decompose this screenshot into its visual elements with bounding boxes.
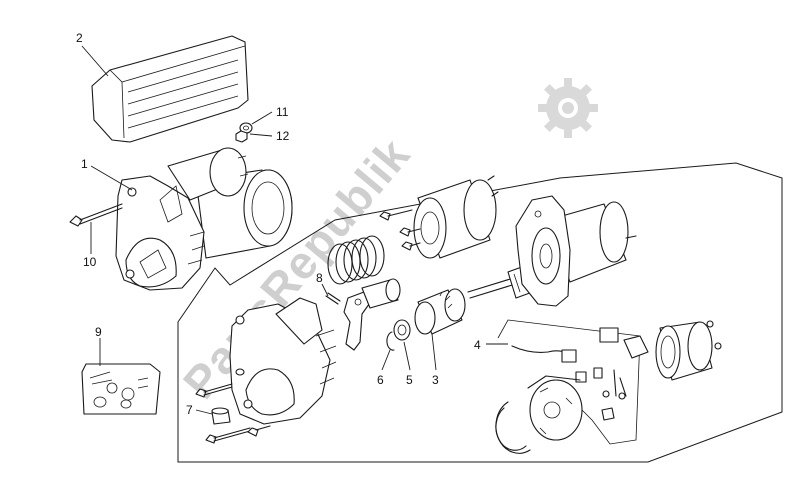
part-kit-card <box>81 363 161 415</box>
callout-1: 1 <box>81 157 88 171</box>
leader-lines <box>81 45 508 415</box>
part-housing-screws <box>195 368 271 444</box>
part-end-cap <box>655 320 722 381</box>
part-motor-yoke <box>515 195 637 307</box>
part-circlip <box>386 331 395 351</box>
part-retaining-ring <box>495 401 531 454</box>
part-stop-collar <box>393 319 411 341</box>
part-brush-holder <box>497 319 649 445</box>
callout-labels: 2 1 11 12 10 9 7 8 6 5 3 4 <box>76 31 481 417</box>
callout-6: 6 <box>377 373 384 387</box>
callout-11: 11 <box>276 105 289 119</box>
callout-8: 8 <box>316 271 323 285</box>
part-cover <box>91 35 249 143</box>
callout-10: 10 <box>83 255 97 269</box>
part-brush-plate <box>527 375 583 441</box>
callout-7: 7 <box>186 403 193 417</box>
part-nut-washer <box>235 122 253 143</box>
gear-icon <box>538 78 598 138</box>
callout-5: 5 <box>406 373 413 387</box>
part-starter-motor-assembly <box>115 147 293 291</box>
part-pinion-drive <box>414 288 466 335</box>
callout-4: 4 <box>474 338 481 352</box>
part-pin <box>325 292 341 305</box>
callout-2: 2 <box>76 31 83 45</box>
part-bushing <box>211 407 231 425</box>
part-long-bolt <box>69 203 123 227</box>
part-solenoid-screws <box>379 209 421 251</box>
part-spring <box>327 235 385 285</box>
part-solenoid <box>413 175 499 259</box>
callout-12: 12 <box>276 129 290 143</box>
callout-9: 9 <box>95 325 102 339</box>
part-drive-end-housing <box>229 297 337 425</box>
exploded-view-frame <box>177 162 783 463</box>
part-plunger <box>361 278 401 309</box>
callout-3: 3 <box>432 373 439 387</box>
